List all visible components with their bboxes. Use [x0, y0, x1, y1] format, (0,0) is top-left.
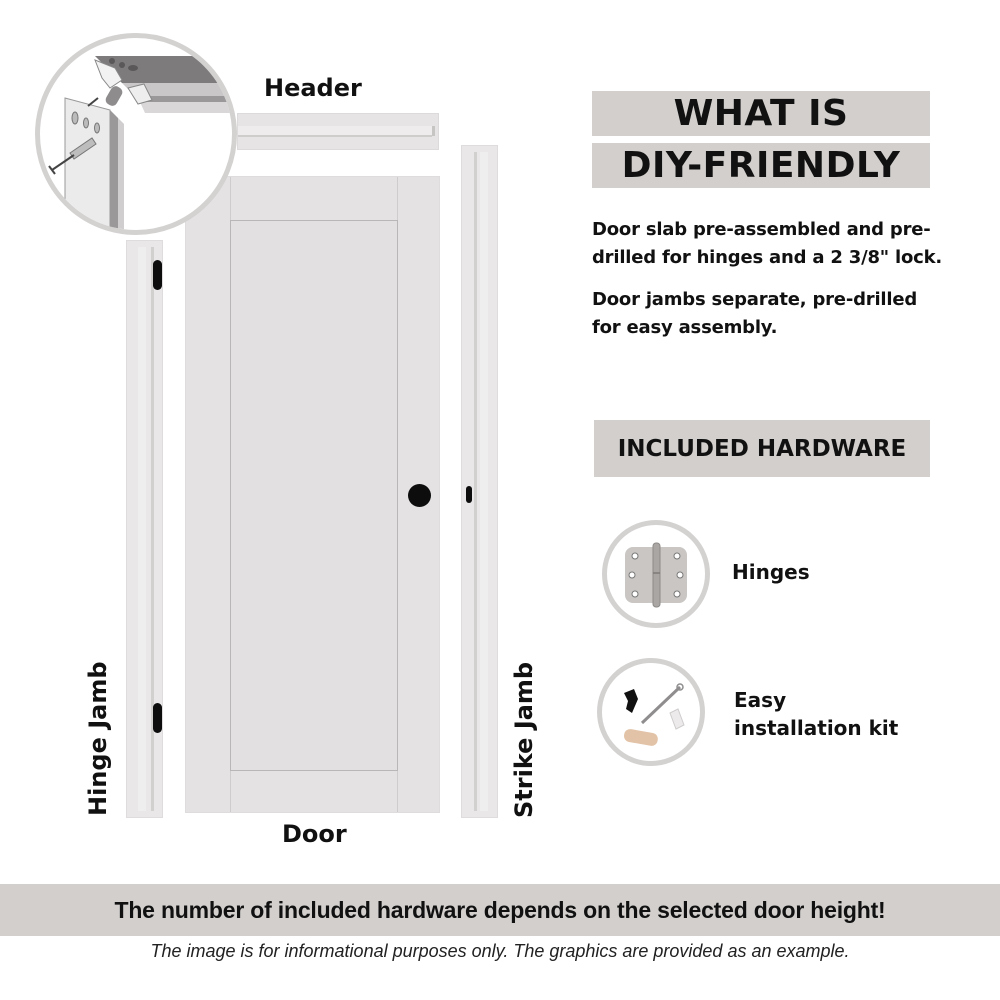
- installation-kit-icon-circle: [597, 658, 705, 766]
- description-1-line-2: drilled for hinges and a 2 3/8" lock.: [592, 247, 943, 268]
- description-2-line-1: Door jambs separate, pre-drilled: [592, 289, 918, 310]
- door-panel: [230, 220, 398, 771]
- included-hardware-banner: INCLUDED HARDWARE: [594, 420, 930, 477]
- header-groove: [238, 126, 432, 137]
- hinge-jamb: [126, 240, 163, 818]
- header-end-cap: [432, 126, 435, 136]
- door-label: Door: [282, 820, 347, 848]
- hinge-icon: [625, 542, 687, 608]
- strike-jamb-stop: [480, 152, 488, 811]
- hinge-jamb-label: Hinge Jamb: [84, 661, 112, 816]
- description-2-line-2: for easy assembly.: [592, 317, 778, 338]
- header-piece: [237, 113, 439, 150]
- hardware-notice-banner: The number of included hardware depends …: [0, 884, 1000, 936]
- hardware-notice-text: The number of included hardware depends …: [114, 896, 886, 923]
- hinge-jamb-stop: [138, 247, 146, 811]
- description-1-line-1: Door slab pre-assembled and pre-: [592, 219, 931, 240]
- hinge-jamb-groove: [151, 247, 154, 811]
- jamb-joint-illustration-icon: [48, 56, 230, 230]
- included-hardware-title: INCLUDED HARDWARE: [617, 435, 907, 462]
- strike-plate-mortise: [466, 486, 472, 503]
- hinge-mortise-top: [153, 260, 162, 290]
- disclaimer-text: The image is for informational purposes …: [150, 941, 850, 961]
- title-line1: WHAT IS: [673, 93, 849, 134]
- hinge-icon-circle: [602, 520, 710, 628]
- description-paragraph-1: Door slab pre-assembled and pre- drilled…: [592, 216, 952, 272]
- door-kit-diagram: Header: [0, 0, 560, 860]
- lock-bore-hole: [408, 484, 431, 507]
- title-banner-line1: WHAT IS: [592, 91, 930, 136]
- assembly-detail-callout: [35, 33, 237, 235]
- title-banner-line2: DIY-FRIENDLY: [592, 143, 930, 188]
- installation-kit-icon: [623, 683, 685, 746]
- hinge-mortise-bottom: [153, 703, 162, 733]
- strike-jamb-groove: [474, 152, 477, 811]
- strike-jamb-label: Strike Jamb: [510, 661, 538, 818]
- title-line2: DIY-FRIENDLY: [621, 145, 901, 186]
- hinges-label: Hinges: [732, 560, 810, 584]
- description-paragraph-2: Door jambs separate, pre-drilled for eas…: [592, 286, 952, 342]
- strike-jamb: [461, 145, 498, 818]
- header-label: Header: [264, 74, 362, 102]
- installation-kit-label: Easy installation kit: [734, 688, 899, 740]
- door-slab: [185, 176, 440, 813]
